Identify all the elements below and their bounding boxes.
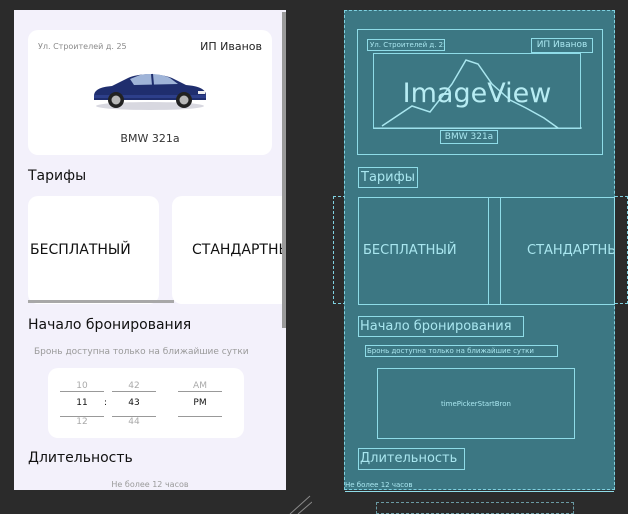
duration-hint: Не более 12 часов (111, 480, 189, 489)
divider (112, 391, 156, 392)
tariff-card-standard[interactable]: СТАНДАРТНЫЙ (172, 196, 286, 304)
divider (112, 416, 156, 417)
booking-title: Начало бронирования (28, 317, 192, 333)
tariffs-scrollbar[interactable] (28, 300, 174, 303)
divider (178, 416, 222, 417)
time-picker[interactable]: 10 11 12 : 42 43 44 AM PM (48, 368, 244, 438)
blueprint-picker-id: timePickerStartBron (440, 400, 511, 408)
blueprint-preview: Ул. Строителей д. 25 ИП Иванов ImageView… (344, 10, 615, 492)
car-image (94, 73, 206, 110)
blueprint-duration-hint[interactable]: Не более 12 часов (345, 481, 413, 489)
car-model: BMW 321a (120, 132, 180, 145)
minute-prev: 42 (128, 381, 140, 391)
blueprint-image-view[interactable]: ImageView (373, 53, 582, 129)
hour-prev: 10 (76, 381, 88, 391)
minute-current: 43 (128, 398, 140, 408)
time-separator: : (104, 398, 108, 408)
divider (60, 416, 104, 417)
blueprint-tariff-standard[interactable]: СТАНДАРТНЫЙ (500, 197, 615, 305)
tariff-label: БЕСПЛАТНЫЙ (30, 242, 131, 258)
hour-next: 12 (76, 417, 88, 427)
blueprint-booking-hint[interactable]: Бронь доступна только на ближайшие сутки (365, 345, 558, 357)
blueprint-image-label: ImageView (402, 78, 552, 109)
mountain-icon (374, 59, 582, 129)
blueprint-owner[interactable]: ИП Иванов (531, 38, 593, 53)
divider (60, 391, 104, 392)
tariffs-title: Тарифы (28, 168, 87, 184)
tariff-card-free[interactable]: БЕСПЛАТНЫЙ (28, 196, 159, 304)
blueprint-tariffs-title[interactable]: Тарифы (358, 167, 418, 188)
divider (178, 391, 222, 392)
car-owner: ИП Иванов (200, 40, 262, 53)
tariff-label: СТАНДАРТНЫЙ (192, 242, 286, 258)
ampm-current: PM (193, 398, 207, 408)
car-card[interactable]: Ул. Строителей д. 25 ИП Иванов BMW 321a (28, 30, 272, 155)
ampm-prev: AM (193, 381, 207, 391)
blueprint-address[interactable]: Ул. Строителей д. 25 (367, 39, 445, 51)
divider (345, 491, 614, 492)
resize-handle-icon[interactable] (288, 494, 312, 514)
blueprint-booking-title[interactable]: Начало бронирования (358, 316, 524, 337)
car-address: Ул. Строителей д. 25 (38, 42, 127, 51)
booking-hint: Бронь доступна только на ближайшие сутки (34, 347, 249, 357)
blueprint-next-element (376, 502, 574, 514)
blueprint-time-picker[interactable]: timePickerStartBron (377, 368, 575, 439)
design-scrollbar[interactable] (282, 12, 286, 328)
duration-title: Длительность (28, 450, 133, 466)
blueprint-car-card[interactable] (357, 29, 603, 155)
blueprint-duration-title[interactable]: Длительность (358, 448, 465, 470)
hour-current: 11 (76, 398, 88, 408)
design-preview: Ул. Строителей д. 25 ИП Иванов BMW 321a … (14, 10, 286, 490)
blueprint-tariff-free[interactable]: БЕСПЛАТНЫЙ (358, 197, 489, 305)
blueprint-model[interactable]: BMW 321a (440, 130, 498, 144)
minute-next: 44 (128, 417, 140, 427)
